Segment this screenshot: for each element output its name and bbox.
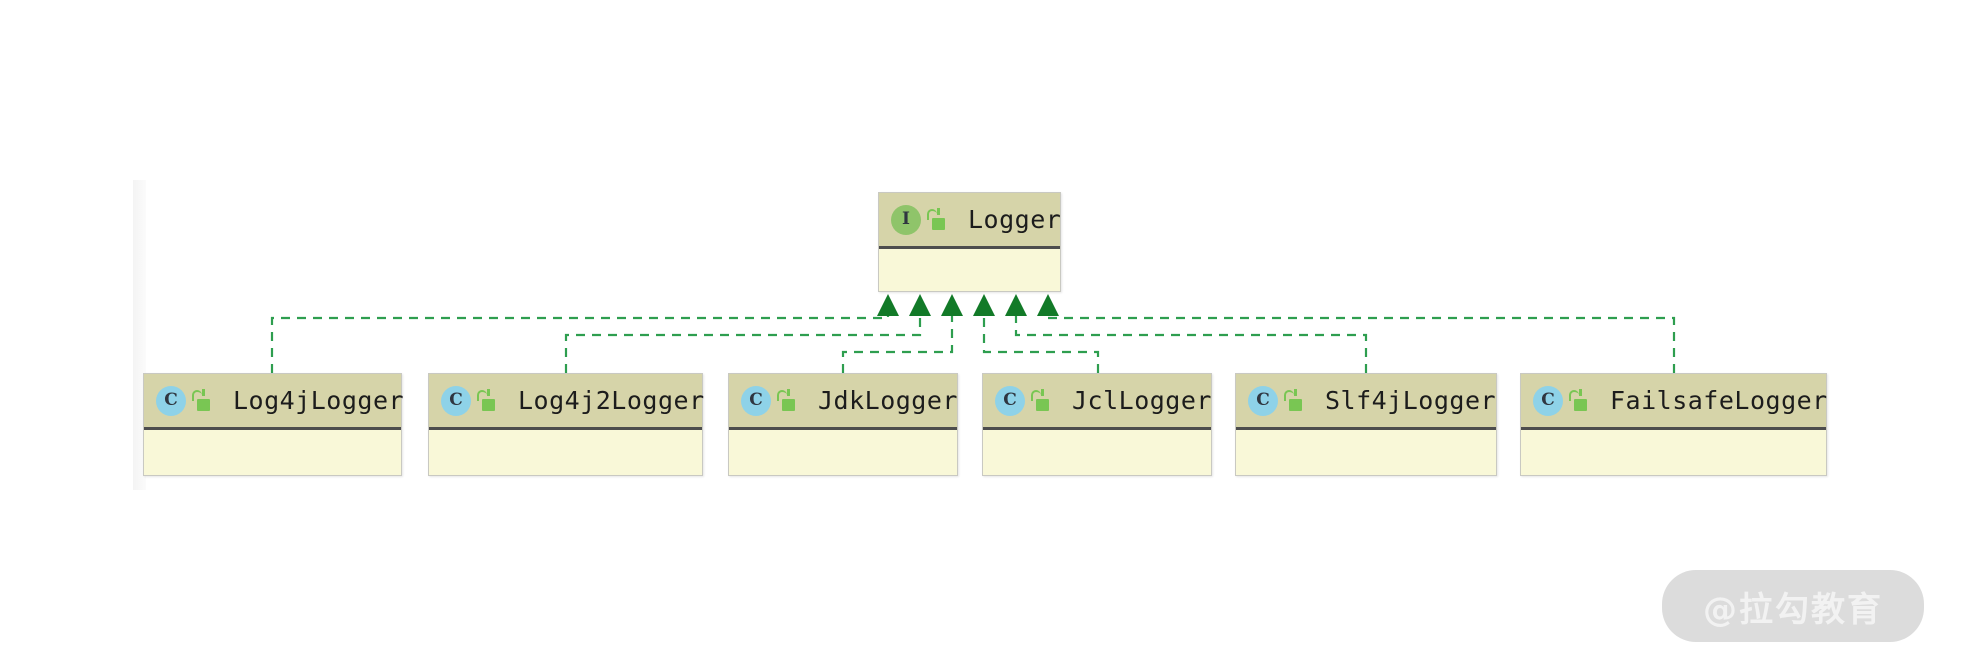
realization-line-log4jlogger bbox=[270, 316, 890, 373]
open-padlock-icon bbox=[191, 389, 211, 412]
uml-node-header: C FailsafeLogger bbox=[1521, 374, 1828, 430]
realization-arrowhead-log4jlogger bbox=[877, 294, 899, 316]
uml-node-jcllogger[interactable]: C JclLogger bbox=[982, 373, 1212, 476]
open-padlock-icon bbox=[476, 389, 496, 412]
uml-node-log4j2logger[interactable]: C Log4j2Logger bbox=[428, 373, 705, 476]
open-padlock-icon bbox=[1030, 389, 1050, 412]
uml-node-title: JclLogger bbox=[1072, 386, 1212, 415]
realization-line-jdklogger bbox=[841, 316, 954, 373]
uml-node-members bbox=[983, 430, 1211, 474]
uml-node-members bbox=[1236, 430, 1496, 474]
uml-node-jdklogger[interactable]: C JdkLogger bbox=[728, 373, 958, 476]
open-padlock-icon bbox=[1283, 389, 1303, 412]
uml-node-title: JdkLogger bbox=[818, 386, 958, 415]
realization-arrowhead-jcllogger bbox=[973, 294, 995, 316]
realization-line-slf4jlogger bbox=[1014, 316, 1368, 373]
uml-node-log4jlogger[interactable]: C Log4jLogger bbox=[143, 373, 405, 476]
uml-node-title: Logger bbox=[968, 205, 1062, 234]
uml-node-header: C JclLogger bbox=[983, 374, 1211, 430]
uml-node-title: Log4j2Logger bbox=[518, 386, 705, 415]
realization-arrowhead-jdklogger bbox=[941, 294, 963, 316]
interface-badge-icon: I bbox=[891, 204, 921, 235]
uml-node-header: I Logger bbox=[879, 193, 1062, 249]
class-badge-icon: C bbox=[441, 385, 471, 416]
uml-node-members bbox=[144, 430, 401, 474]
open-padlock-icon bbox=[776, 389, 796, 412]
uml-node-title: Log4jLogger bbox=[233, 386, 405, 415]
open-padlock-icon bbox=[1568, 389, 1588, 412]
realization-line-failsafelogger bbox=[1046, 316, 1676, 373]
uml-node-header: C Slf4jLogger bbox=[1236, 374, 1496, 430]
uml-node-members bbox=[879, 249, 1060, 290]
uml-node-header: C Log4j2Logger bbox=[429, 374, 705, 430]
uml-node-header: C JdkLogger bbox=[729, 374, 957, 430]
realization-arrowhead-failsafelogger bbox=[1037, 294, 1059, 316]
class-badge-icon: C bbox=[995, 385, 1025, 416]
uml-node-failsafelogger[interactable]: C FailsafeLogger bbox=[1520, 373, 1827, 476]
realization-line-jcllogger bbox=[982, 316, 1100, 373]
uml-node-title: Slf4jLogger bbox=[1325, 386, 1497, 415]
realization-line-log4j2logger bbox=[564, 316, 922, 373]
uml-node-members bbox=[429, 430, 702, 474]
realization-arrowhead-log4j2logger bbox=[909, 294, 931, 316]
uml-node-members bbox=[729, 430, 957, 474]
uml-node-header: C Log4jLogger bbox=[144, 374, 405, 430]
realization-arrowhead-slf4jlogger bbox=[1005, 294, 1027, 316]
open-padlock-icon bbox=[926, 208, 946, 231]
class-badge-icon: C bbox=[741, 385, 771, 416]
class-badge-icon: C bbox=[1533, 385, 1563, 416]
class-badge-icon: C bbox=[156, 385, 186, 416]
uml-node-slf4jlogger[interactable]: C Slf4jLogger bbox=[1235, 373, 1497, 476]
watermark: @拉勾教育 bbox=[1662, 570, 1924, 642]
uml-node-title: FailsafeLogger bbox=[1610, 386, 1828, 415]
uml-node-logger[interactable]: I Logger bbox=[878, 192, 1061, 292]
class-badge-icon: C bbox=[1248, 385, 1278, 416]
uml-node-members bbox=[1521, 430, 1826, 474]
